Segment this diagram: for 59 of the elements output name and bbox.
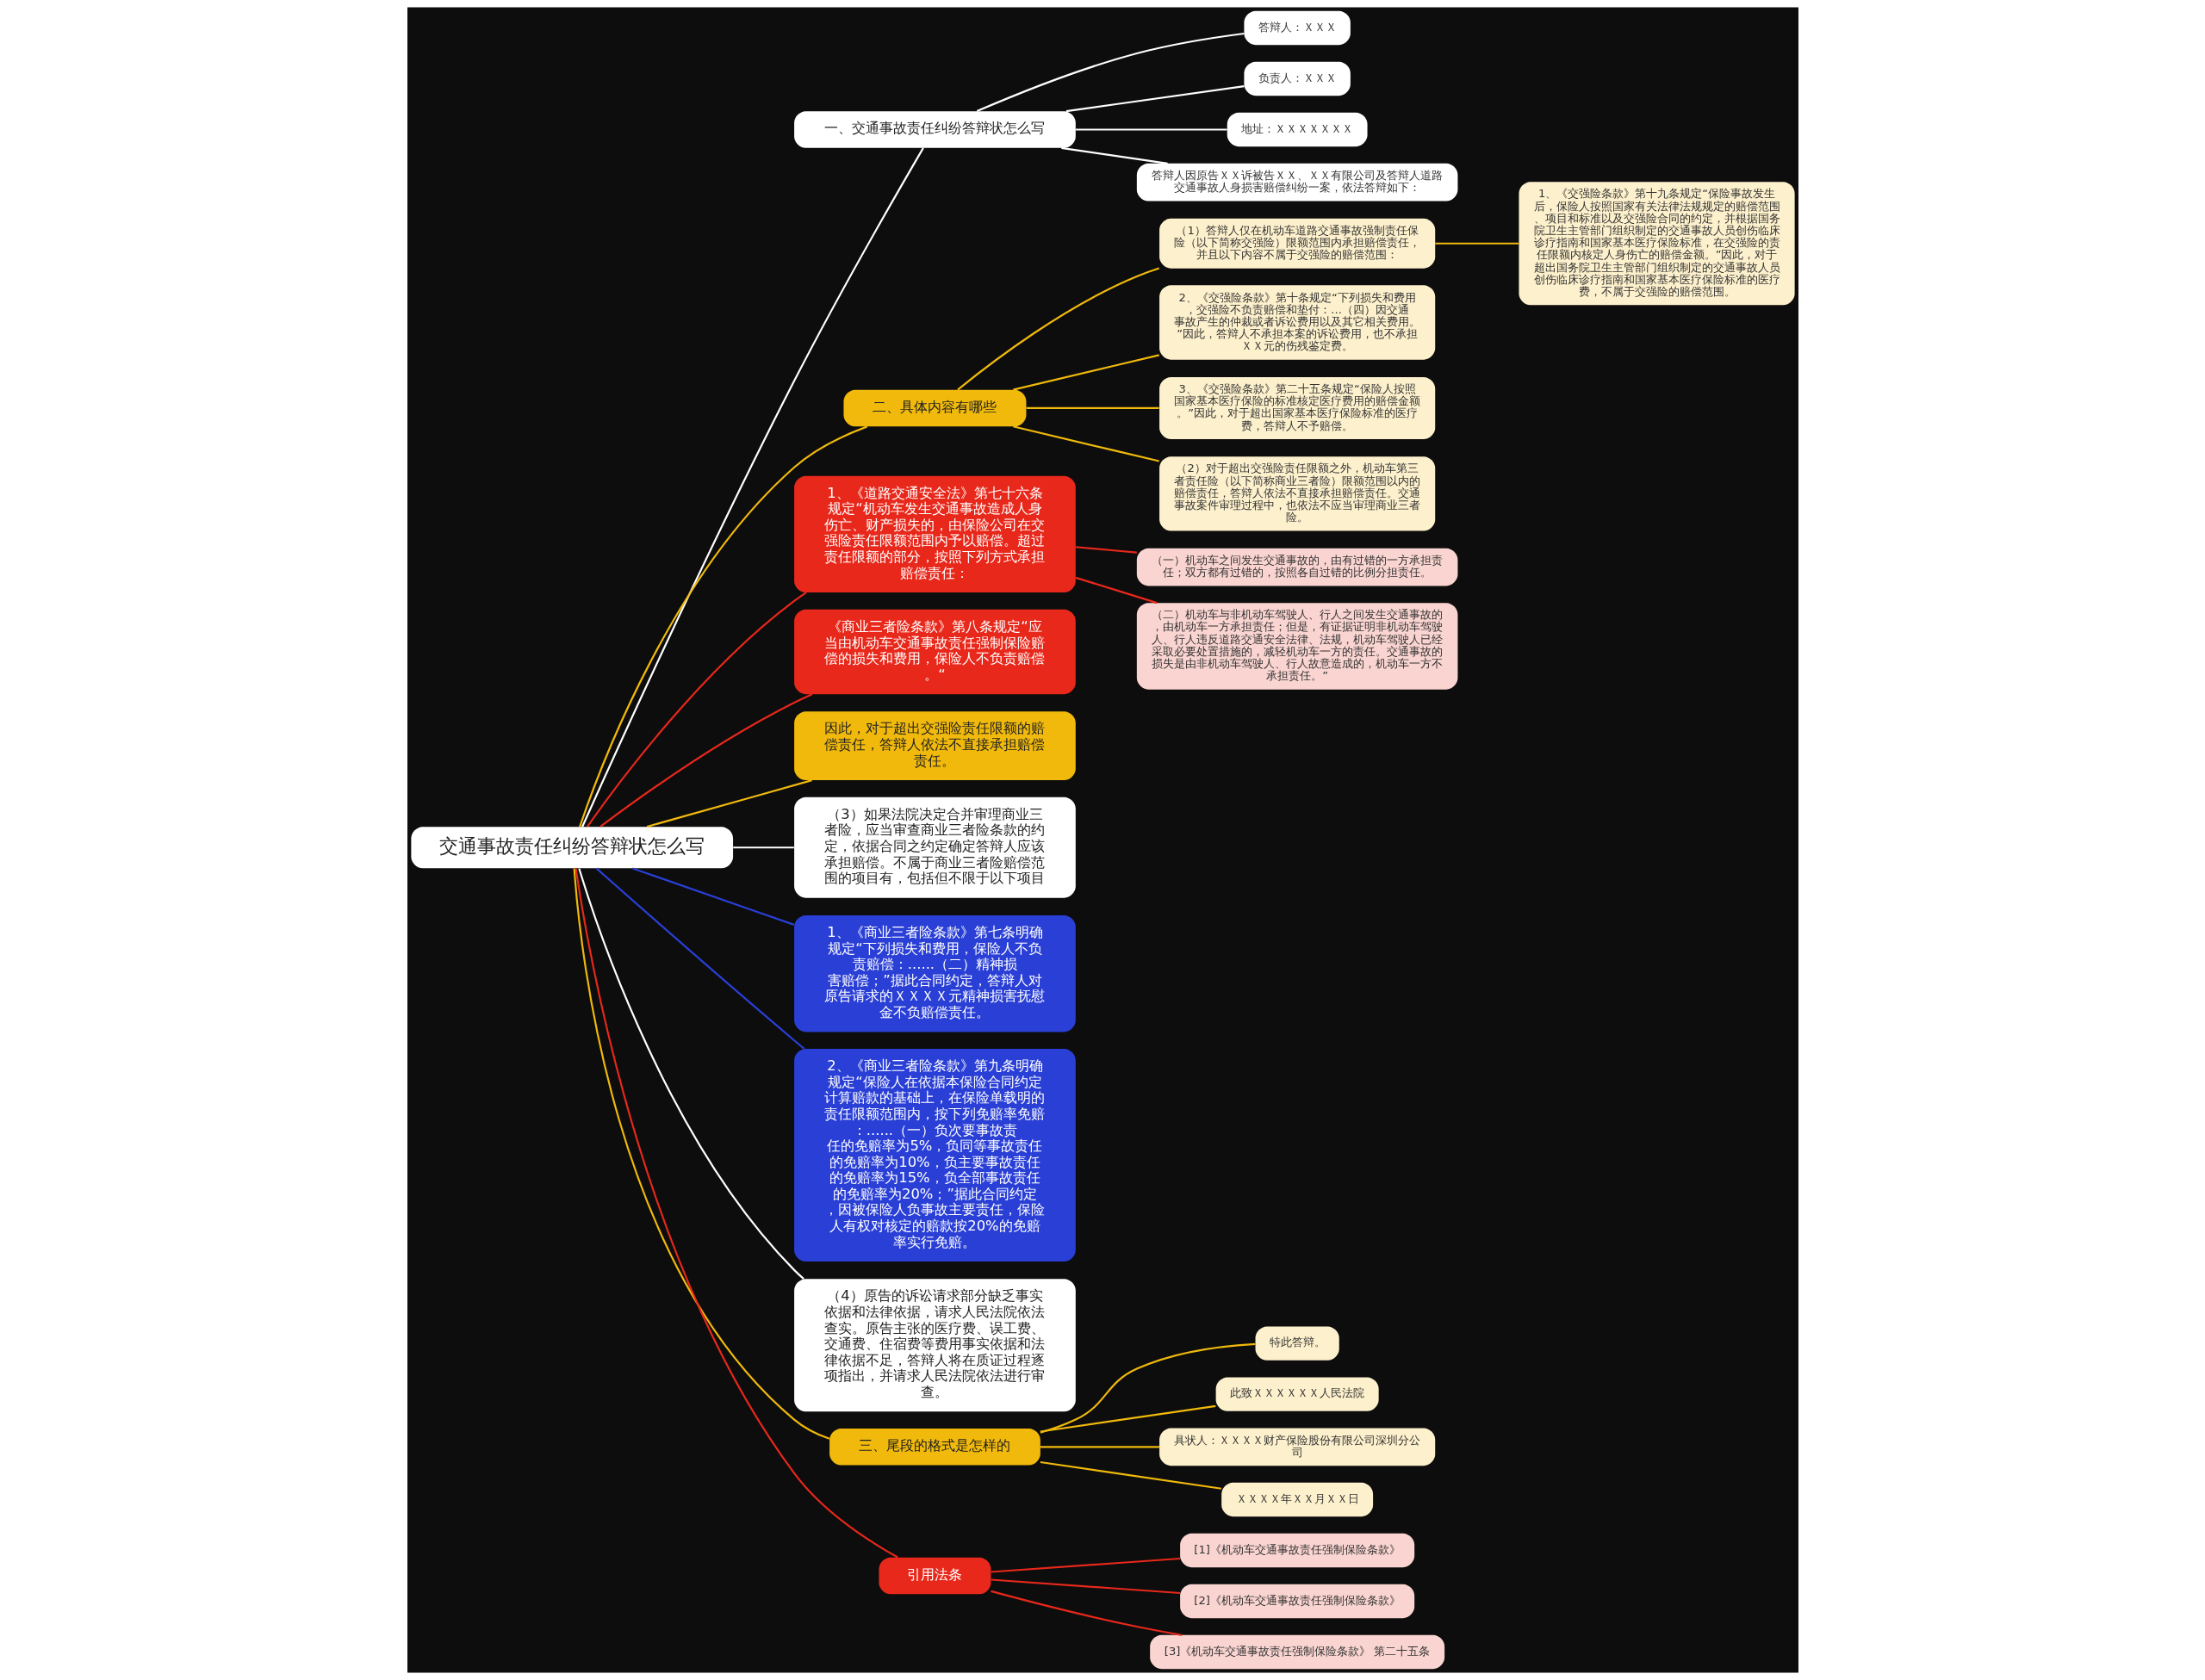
connector [646, 779, 812, 828]
node-box: 特此答辩。 [1255, 1326, 1339, 1361]
node-box: [2]《机动车交通事故责任强制保险条款》 [1179, 1584, 1414, 1619]
node-box: [1]《机动车交通事故责任强制保险条款》 [1179, 1533, 1414, 1568]
connector [1040, 1460, 1221, 1490]
connector [1040, 1446, 1159, 1448]
node-box: 2、《商业三者险条款》第九条明确规定“保险人在依据本保险合同约定计算赔款的基础上，在保险单载明的责任限额范围内，按下列免赔率免赔：......（一）负次要事故责任的免赔率为5%，负同等事故责任的免赔率为10%，负主要事故责任的免赔率为15%，负全部事故责任的免赔率为20%；”据此合同约定，因被保险人负事故主要责任，保险人有权对核定的赔款按20%的免赔率实行免赔。 [793, 1049, 1076, 1262]
connector [976, 32, 1244, 113]
connector [1075, 576, 1157, 604]
connector [586, 592, 807, 828]
connector [991, 1557, 1180, 1573]
connector [1434, 242, 1519, 245]
connector [1012, 425, 1159, 462]
connector [990, 1590, 1182, 1636]
node-box: 3、《交强险条款》第二十五条规定“保险人按照国家基本医疗保险的标准核定医疗费用的赔偿金额。”因此，对于超出国家基本医疗保险标准的医疗费，答辩人不予赔偿。 [1158, 376, 1435, 439]
node-box: 交通事故责任纠纷答辩状怎么写 [410, 827, 733, 869]
connector [991, 1578, 1180, 1595]
node-box: 此致ＸＸＸＸＸＸ人民法院 [1215, 1377, 1379, 1411]
node-box: 因此，对于超出交强险责任限额的赔偿责任，答辩人依法不直接承担赔偿责任。 [793, 711, 1076, 781]
node-box: 引用法条 [878, 1557, 991, 1595]
node-box: 二、具体内容有哪些 [842, 389, 1026, 427]
connector [599, 693, 812, 828]
connector [1060, 146, 1168, 164]
node-box: 具状人：ＸＸＸＸ财产保险股份有限公司深圳分公司 [1158, 1428, 1435, 1466]
node-box: [3]《机动车交通事故责任强制保险条款》 第二十五条 [1149, 1634, 1444, 1670]
connector [1065, 85, 1245, 113]
node-box: 1、《交强险条款》第十九条规定“保险事故发生后，保险人按照国家有关法律法规规定的赔偿范围、项目和标准以及交强险合同的约定，并根据国务院卫生主管部门组织制定的交通事故人员创伤临床诊疗指南和国家基本医疗保险标准，在交强险的责任限额内核定人身伤亡的赔偿金额。”因此，对于超出国务院卫生主管部门组织制定的交通事故人员创伤临床诊疗指南和国家基本医疗保险标准的医疗费，不属于交强险的赔偿范围。 [1518, 182, 1795, 306]
node-box: ＸＸＸＸ年ＸＸ月ＸＸ日 [1221, 1482, 1373, 1517]
node-box: 地址：ＸＸＸＸＸＸＸ [1227, 112, 1368, 147]
node-box: 2、《交强险条款》第十条规定“下列损失和费用，交强险不负责赔偿和垫付：...（四）因交通事故产生的仲裁或者诉讼费用以及其它相关费用。”因此，答辩人不承担本案的诉讼费用，也不承担ＸＸ元的伤残鉴定费。 [1158, 285, 1435, 360]
connector [1075, 128, 1227, 131]
connector [1012, 354, 1159, 391]
connector [574, 868, 898, 1559]
node-box: （一）机动车之间发生交通事故的，由有过错的一方承担责任；双方都有过错的，按照各自过错的比例分担责任。 [1136, 548, 1457, 586]
connector [595, 867, 804, 1050]
connector [577, 868, 804, 1280]
connector [732, 846, 794, 849]
connector [578, 425, 867, 828]
node-box: 1、《道路交通安全法》第七十六条规定“机动车发生交通事故造成人身伤亡、财产损失的，由保险公司在交强险责任限额范围内予以赔偿。超过责任限额的部分，按照下列方式承担赔偿责任： [793, 475, 1076, 593]
connector [1026, 406, 1159, 410]
node-box: 负责人：ＸＸＸ [1243, 61, 1351, 96]
connector [631, 867, 794, 926]
node-box: （3）如果法院决定合并审理商业三者险，应当审查商业三者险条款的约定，依据合同之约定确定答辩人应该承担赔偿。不属于商业三者险赔偿范围的项目有，包括但不限于以下项目 [793, 797, 1076, 898]
connector [573, 868, 829, 1440]
connector [1075, 546, 1137, 554]
connector [956, 267, 1159, 391]
connector [1040, 1342, 1255, 1434]
node-box: （4）原告的诉讼请求部分缺乏事实依据和法律依据，请求人民法院依法查实。原告主张的医疗费、误工费、交通费、住宿费等费用事实依据和法律依据不足，答辩人将在质证过程逐项指出，并请求人民法院依法进行审查。 [793, 1279, 1076, 1412]
node-box: 答辩人：ＸＸＸ [1243, 10, 1351, 46]
connector [581, 147, 924, 828]
node-box: （1）答辩人仅在机动车道路交通事故强制责任保险（以下简称交强险）限额范围内承担赔偿责任，并且以下内容不属于交强险的赔偿范围： [1158, 218, 1435, 269]
node-box: 一、交通事故责任纠纷答辩状怎么写 [793, 111, 1076, 148]
node-box: 《商业三者险条款》第八条规定“应当由机动车交通事故责任强制保险赔偿的损失和费用，保险人不负责赔偿。“ [793, 609, 1076, 695]
node-box: （2）对于超出交强险责任限额之外，机动车第三者责任险（以下简称商业三者险）限额范围以内的赔偿责任，答辩人依法不直接承担赔偿责任。交通事故案件审理过程中，也依法不应当审理商业三者险。 [1158, 456, 1435, 531]
node-box: 1、《商业三者险条款》第七条明确规定“下列损失和费用，保险人不负责赔偿：......（二）精神损害赔偿；”据此合同约定，答辩人对原告请求的ＸＸＸＸ元精神损害抚慰金不负赔偿责任。 [793, 914, 1076, 1032]
connector [1040, 1404, 1215, 1433]
node-box: 答辩人因原告ＸＸ诉被告ＸＸ、ＸＸ有限公司及答辩人道路交通事故人身损害赔偿纠纷一案，依法答辩如下： [1136, 163, 1457, 201]
node-box: （二）机动车与非机动车驾驶人、行人之间发生交通事故的，由机动车一方承担责任；但是，有证据证明非机动车驾驶人、行人违反道路交通安全法律、法规，机动车驾驶人已经采取必要处置措施的，减轻机动车一方的责任。交通事故的损失是由非机动车驾驶人、行人故意造成的，机动车一方不承担责任。” [1136, 603, 1457, 690]
node-box: 三、尾段的格式是怎样的 [829, 1429, 1040, 1466]
